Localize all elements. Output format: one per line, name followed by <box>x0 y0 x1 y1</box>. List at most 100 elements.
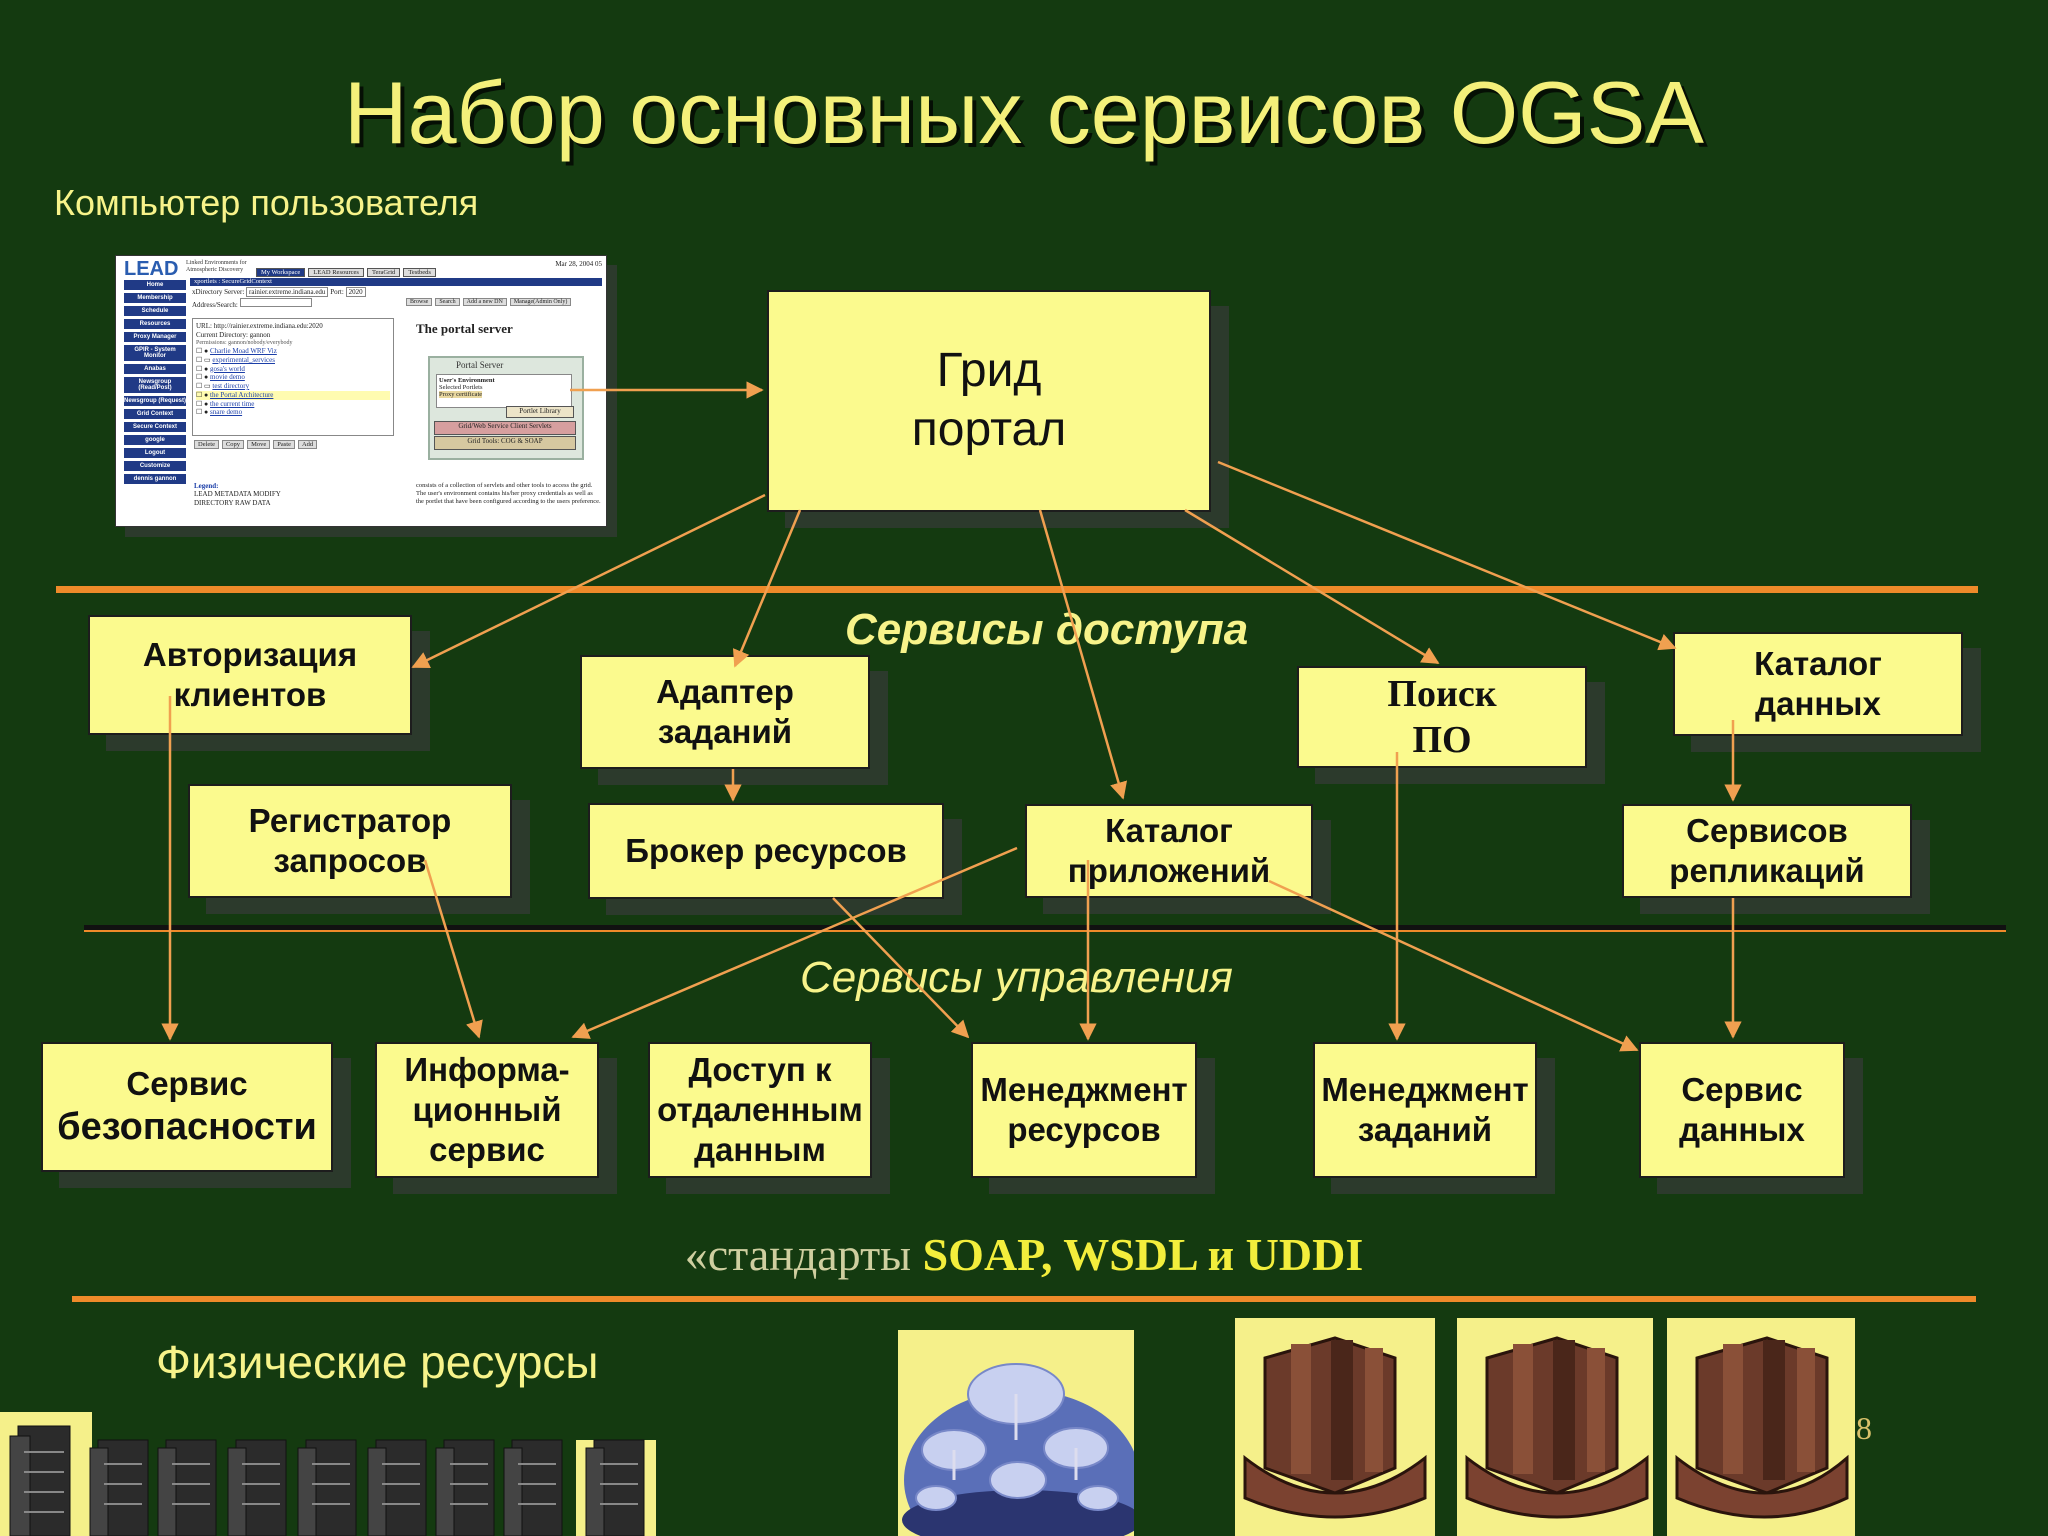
data-catalog-box: Каталог данных <box>1673 632 1963 736</box>
nav-item[interactable]: Grid Context <box>124 409 186 419</box>
nav-item[interactable]: Schedule <box>124 306 186 316</box>
list-item[interactable]: ☐ ▭ experimental_services <box>196 355 275 364</box>
user-computer-label: Компьютер пользователя <box>54 182 479 223</box>
portal-server-label: Portal Server <box>456 360 504 370</box>
portal-line-1: Грид <box>936 344 1042 398</box>
directory-server-label: xDirectory Server: <box>192 288 245 296</box>
server-rack-icon <box>435 1439 495 1536</box>
port-label: Port: <box>330 288 344 296</box>
supercomputer-icon <box>1457 1318 1653 1536</box>
user-environment: User's Environment Selected Portlets Pro… <box>436 374 572 408</box>
nav-item[interactable]: Resources <box>124 319 186 329</box>
nav-item[interactable]: Newsgroup (Read/Post) <box>124 377 186 393</box>
nav-item[interactable]: Customize <box>124 461 186 471</box>
auth-clients-box: Авторизация клиентов <box>88 615 412 735</box>
tab-lead-resources[interactable]: LEAD Resources <box>308 268 364 277</box>
list-item[interactable]: ☐ ● the current time <box>196 399 255 408</box>
directory-fields: xDirectory Server: rainier.extreme.india… <box>192 287 366 311</box>
list-item[interactable]: ☐ ● Charlie Moad WRF Viz <box>196 347 277 355</box>
list-item[interactable]: ☐ ▭ test directory <box>196 382 250 390</box>
page-number: 8 <box>1856 1410 1872 1446</box>
nav-item[interactable]: Logout <box>124 448 186 458</box>
tab-testbeds[interactable]: Testbeds <box>403 268 436 277</box>
portlet-header: xportlets : SecureGridContext <box>190 278 602 286</box>
security-line: безопасности <box>57 1105 317 1148</box>
management-services-label: Сервисы управления <box>800 953 1233 1002</box>
manage-button[interactable]: Manage(Admin Only) <box>509 298 572 306</box>
nav-item[interactable]: Home <box>124 280 186 290</box>
proxy-cert-label: Proxy certificate <box>439 391 483 398</box>
directory-server-input[interactable]: rainier.extreme.indiana.edu <box>246 287 329 297</box>
access-services-label: Сервисы доступа <box>845 605 1249 654</box>
request-registrar-box: Регистратор запросов <box>188 784 512 898</box>
page-title: Набор основных сервисов OGSA <box>344 63 1704 162</box>
server-rack-icon <box>9 1425 71 1536</box>
browse-button[interactable]: Browse <box>406 298 433 306</box>
paste-button[interactable]: Paste <box>273 440 295 449</box>
grid-tools-bar: Grid Tools: COG & SOAP <box>434 436 576 450</box>
list-item[interactable]: ☐ ● snare demo <box>196 408 243 417</box>
nav-item[interactable]: GPIR - System Monitor <box>124 345 186 361</box>
tab-teragrid[interactable]: TeraGrid <box>366 268 401 277</box>
server-rack-icon <box>367 1439 427 1536</box>
supercomputer-icon <box>1667 1318 1855 1536</box>
server-rack-icon <box>89 1439 149 1536</box>
replication-services-box: Сервисов репликаций <box>1622 804 1912 898</box>
list-item[interactable]: ☐ ● gosa's world <box>196 364 245 373</box>
information-service-box: Информа- ционный сервис <box>375 1042 599 1178</box>
radio-telescope-image <box>898 1330 1134 1536</box>
list-item[interactable]: ☐ ● the Portal Architecture <box>196 390 390 400</box>
resource-broker-box: Брокер ресурсов <box>588 803 944 899</box>
divider-top <box>56 586 1978 593</box>
nav-item[interactable]: Anabas <box>124 364 186 374</box>
delete-button[interactable]: Delete <box>194 440 219 449</box>
legend-title: Legend: <box>194 482 219 490</box>
arrow-appcatalog-dataservice <box>1268 879 1639 1052</box>
add-button[interactable]: Add <box>297 440 318 449</box>
search-button[interactable]: Search <box>435 298 460 306</box>
server-rack-icon <box>227 1439 287 1536</box>
browser-tabs: My Workspace LEAD Resources TeraGrid Tes… <box>256 268 436 277</box>
directory-panel: URL: http://rainier.extreme.indiana.edu:… <box>192 318 394 436</box>
selected-portlets-label: Selected Portlets <box>439 384 483 391</box>
security-line: Сервис <box>126 1064 248 1102</box>
divider-middle-accent <box>84 930 2006 932</box>
nav-item[interactable]: Proxy Manager <box>124 332 186 342</box>
nav-item: dennis gannon <box>124 474 186 484</box>
nav-item[interactable]: Secure Context <box>124 422 186 432</box>
standards-prefix: «стандарты <box>684 1229 923 1280</box>
server-rack-icon <box>585 1439 645 1536</box>
logo-subtitle: Linked Environments for Atmospheric Disc… <box>186 260 247 273</box>
physical-resources-label: Физические ресурсы <box>156 1336 599 1388</box>
portal-screenshot: LEAD Linked Environments for Atmospheric… <box>115 255 607 527</box>
supercomputer-icon <box>1235 1318 1435 1536</box>
list-item[interactable]: ☐ ● movie demo <box>196 373 245 382</box>
data-service-box: Сервис данных <box>1639 1042 1845 1178</box>
arrow-portal-datacatalog <box>1217 460 1677 651</box>
tab-my-workspace[interactable]: My Workspace <box>256 268 306 277</box>
supercomputers-row <box>1235 1318 1855 1536</box>
divider-middle <box>84 925 2006 930</box>
port-input[interactable]: 2020 <box>345 287 366 297</box>
move-button[interactable]: Move <box>247 440 271 449</box>
lead-logo: LEAD <box>124 258 179 280</box>
portal-description: consists of a collection of servlets and… <box>416 482 601 506</box>
app-catalog-box: Каталог приложений <box>1025 804 1313 898</box>
user-env-label: User's Environment <box>439 377 495 384</box>
server-rack-icon <box>297 1439 357 1536</box>
remote-data-access-box: Доступ к отдаленным данным <box>648 1042 872 1178</box>
directory-buttons: Browse Search Add a new DN Manage(Admin … <box>406 298 572 306</box>
address-input[interactable] <box>239 297 312 307</box>
current-dir: Current Directory: gannon <box>196 330 271 339</box>
copy-button[interactable]: Copy <box>221 440 245 449</box>
address-label: Address/Search: <box>192 300 238 309</box>
nav-item[interactable]: Membership <box>124 293 186 303</box>
browser-date: Mar 28, 2004 05 <box>555 260 602 268</box>
nav-item[interactable]: Newsgroup (Request) <box>124 396 187 406</box>
resource-management-box: Менеджмент ресурсов <box>971 1042 1197 1178</box>
nav-item[interactable]: google <box>124 435 186 445</box>
add-dn-button[interactable]: Add a new DN <box>462 298 507 306</box>
